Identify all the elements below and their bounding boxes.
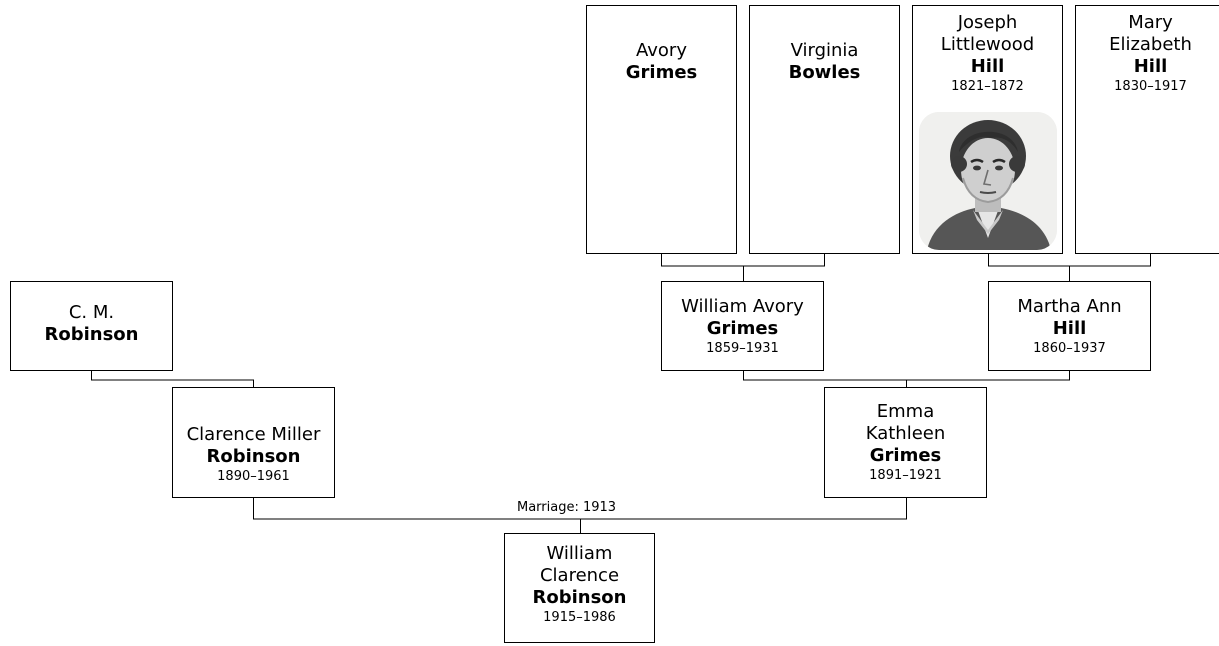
given-name: William Avory	[681, 296, 804, 317]
given-name: C. M.	[68, 302, 115, 323]
given-name: Emma Kathleen	[865, 401, 946, 444]
given-name: William Clarence	[539, 543, 620, 586]
life-dates: 1859–1931	[706, 341, 779, 356]
life-dates: 1830–1917	[1114, 79, 1187, 94]
life-dates: 1821–1872	[951, 79, 1024, 94]
surname: Bowles	[788, 62, 861, 83]
given-name: Mary Elizabeth	[1109, 12, 1192, 55]
given-name: Avory	[636, 40, 687, 61]
surname: Hill	[1052, 318, 1087, 339]
surname: Robinson	[532, 587, 627, 608]
person-william-clarence-robinson[interactable]: William Clarence Robinson 1915–1986	[504, 533, 655, 643]
life-dates: 1860–1937	[1033, 341, 1106, 356]
person-mary-elizabeth-hill[interactable]: Mary Elizabeth Hill 1830–1917	[1075, 5, 1219, 254]
given-name: Clarence Miller	[186, 424, 321, 445]
surname: Grimes	[869, 445, 942, 466]
life-dates: 1915–1986	[543, 610, 616, 625]
person-avory-grimes[interactable]: Avory Grimes	[586, 5, 737, 254]
person-cm-robinson[interactable]: C. M. Robinson	[10, 281, 173, 371]
surname: Hill	[970, 56, 1005, 77]
marriage-label: Marriage: 1913	[515, 500, 619, 516]
given-name: Joseph Littlewood	[940, 12, 1035, 55]
portrait-photo	[919, 112, 1057, 250]
surname: Grimes	[706, 318, 779, 339]
surname: Grimes	[625, 62, 698, 83]
person-emma-kathleen-grimes[interactable]: Emma Kathleen Grimes 1891–1921	[824, 387, 987, 498]
life-dates: 1890–1961	[217, 469, 290, 484]
surname: Hill	[1133, 56, 1168, 77]
person-martha-ann-hill[interactable]: Martha Ann Hill 1860–1937	[988, 281, 1151, 371]
given-name: Martha Ann	[1017, 296, 1122, 317]
given-name: Virginia	[790, 40, 859, 61]
person-william-avory-grimes[interactable]: William Avory Grimes 1859–1931	[661, 281, 824, 371]
life-dates: 1891–1921	[869, 468, 942, 483]
person-joseph-littlewood-hill[interactable]: Joseph Littlewood Hill 1821–1872	[912, 5, 1063, 254]
person-virginia-bowles[interactable]: Virginia Bowles	[749, 5, 900, 254]
person-clarence-miller-robinson[interactable]: Clarence Miller Robinson 1890–1961	[172, 387, 335, 498]
surname: Robinson	[44, 324, 139, 345]
surname: Robinson	[206, 446, 301, 467]
